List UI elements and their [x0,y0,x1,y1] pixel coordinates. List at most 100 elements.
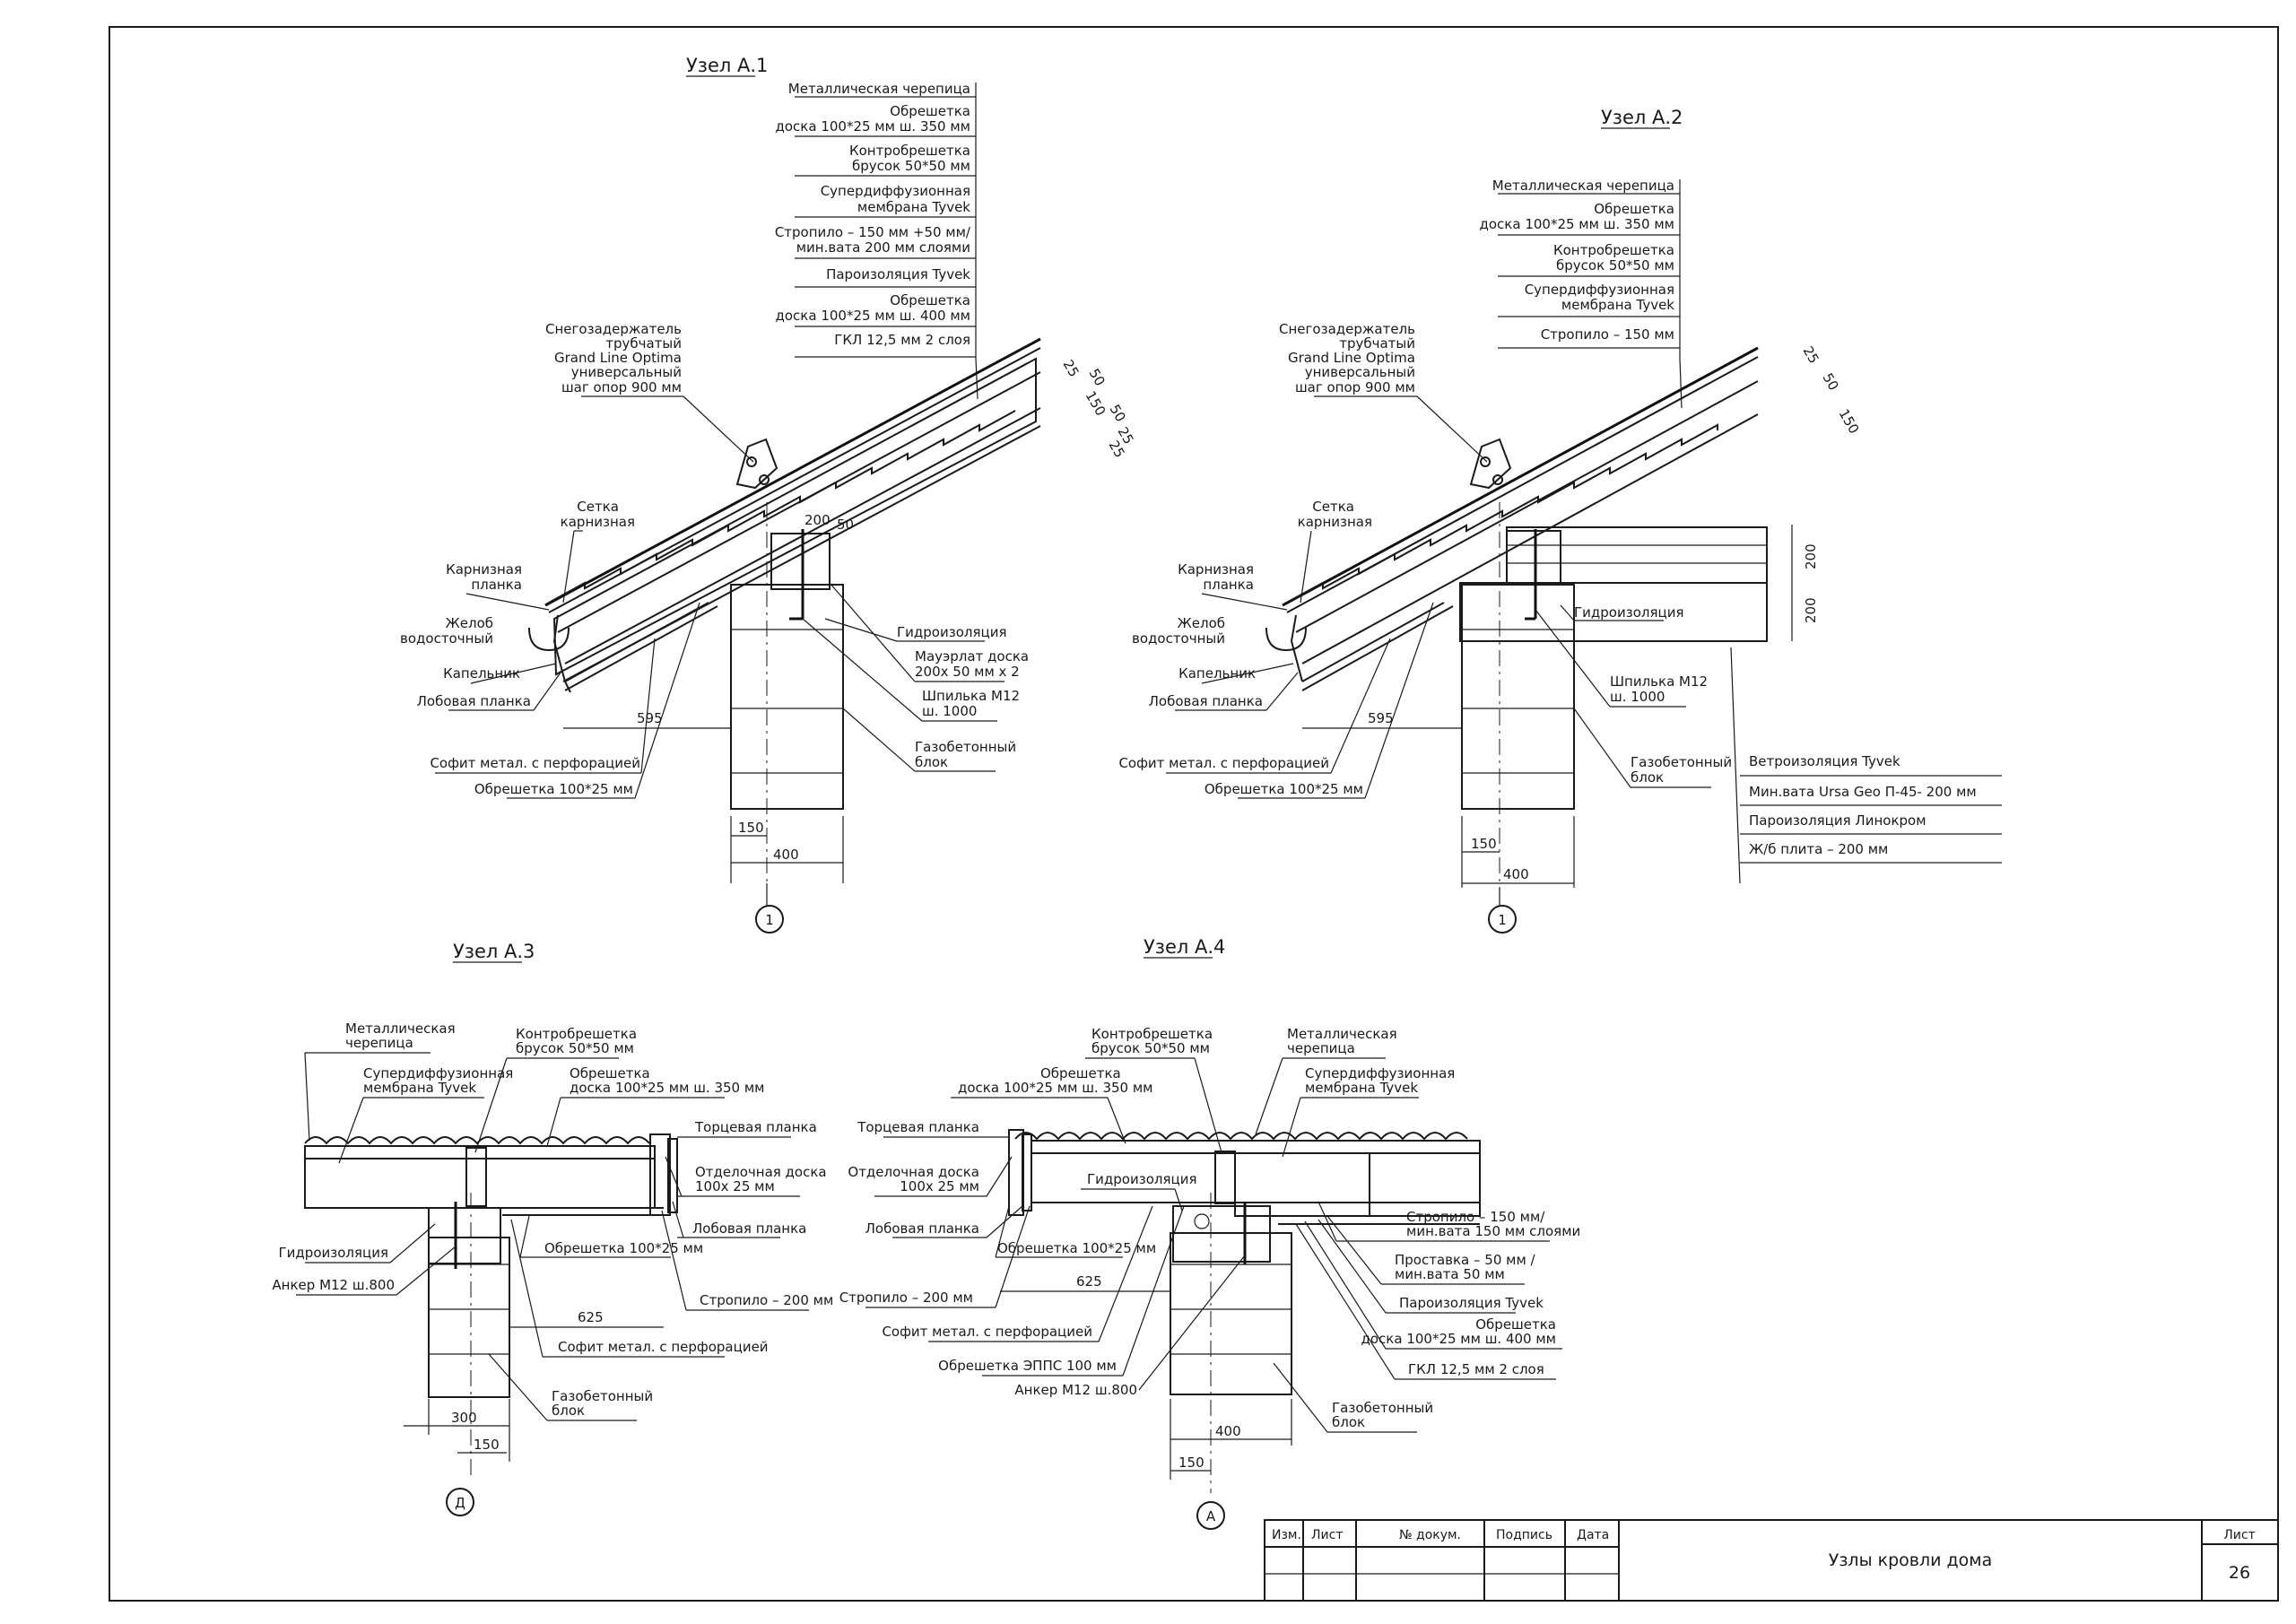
a1-dim-8: 50 [1107,402,1129,425]
node-a4: Узел А.4 Контробрешетка [839,936,1580,1530]
a3-label-16: Софит метал. с перфорацией [558,1339,769,1355]
a2-right-1: Шпилька М12 [1610,673,1708,690]
a2-dim-0: 595 [1368,710,1394,726]
a1-dim-7: 150 [1083,388,1109,419]
a3-label-12: Гидроизоляция [279,1245,388,1261]
a1-stack-2: доска 100*25 мм ш. 350 мм [776,118,971,135]
a2-dim-2: 400 [1503,866,1529,882]
sheet-title: Узлы кровли дома [1829,1550,1993,1570]
a1-right-4: ш. 1000 [922,703,977,719]
a3-label-2: Супердиффузионная [363,1065,513,1081]
a4-label-24: доска 100*25 мм ш. 400 мм [1361,1331,1557,1347]
a4-label-22: Пароизоляция Tyvek [1399,1295,1544,1311]
a2-right-callouts: Гидроизоляция Шпилька М12 ш. 1000 Газобе… [1535,604,2002,884]
a1-stack-5: Супердиффузионная [821,183,970,199]
a2-left-4: шаг опор 900 мм [1295,379,1415,395]
a4-wall [1170,1193,1292,1493]
a4-label-9: Отделочная доска [848,1164,979,1180]
a4-label-11: Гидроизоляция [1087,1171,1196,1187]
a1-left-7: Карнизная [446,561,522,578]
tb-header-date: Дата [1577,1528,1609,1542]
a4-label-6: Супердиффузионная [1305,1065,1455,1081]
a2-left-13: Софит метал. с перфорацией [1118,755,1329,771]
a1-roof [528,337,1041,693]
a3-label-13: Анкер М12 ш.800 [272,1277,395,1293]
a1-right-callouts: Гидроизоляция Мауэрлат доска 200х 50 мм … [802,582,1029,772]
a1-stack-8: мин.вата 200 мм слоями [796,239,970,256]
a2-dim-6: 50 [1820,370,1842,394]
a1-stack-6: мембрана Tyvek [857,199,970,215]
a4-label-4: Металлическая [1287,1026,1397,1042]
node-a1-title: Узел А.1 [686,55,768,76]
a4-label-10: 100х 25 мм [900,1178,979,1194]
a3-label-4: Контробрешетка [516,1026,637,1042]
a1-dim-6: 50 [1086,366,1109,389]
a1-stack-12: ГКЛ 12,5 мм 2 слоя [834,332,970,348]
a4-label-8: Торцевая планка [857,1119,979,1135]
node-a2-title: Узел А.2 [1601,107,1683,128]
a3-label-10: 100х 25 мм [695,1178,775,1194]
a3-label-3: мембрана Tyvek [363,1080,476,1096]
a2-right-4: блок [1631,769,1664,786]
a1-left-5: Сетка [577,499,619,515]
a1-stack-10: Обрешетка [890,292,970,308]
a1-left-0: Снегозадержатель [545,321,682,337]
a3-label-7: доска 100*25 мм ш. 350 мм [570,1080,765,1096]
a1-right-3: Шпилька М12 [922,688,1020,704]
a3-label-0: Металлическая [345,1020,456,1037]
a4-label-16: Обрешетка ЭППС 100 мм [938,1358,1117,1374]
a4-roof [1008,1129,1481,1263]
a3-label-9: Отделочная доска [695,1164,827,1180]
node-a1: Узел А.1 Металлическая черепица Обрешетк… [400,55,1137,934]
a3-axis-label: Д [455,1495,465,1511]
a1-axis-label: 1 [765,912,774,928]
a4-label-15: Софит метал. с перфорацией [882,1324,1092,1340]
a4-label-14: Стропило – 200 мм [839,1290,973,1306]
a3-label-5: брусок 50*50 мм [516,1040,634,1056]
tb-header-list: Лист [1311,1528,1343,1542]
a2-left-10: водосточный [1132,630,1225,647]
a1-dim-5: 25 [1060,357,1083,380]
a4-label-12: Лобовая планка [865,1220,979,1237]
a4-label-27: блок [1332,1414,1365,1430]
a1-dim-3: 150 [738,820,764,836]
a2-roof [1265,346,1768,691]
a2-stack-1: Обрешетка [1594,201,1674,217]
a1-right-5: Газобетонный [915,739,1016,755]
a1-left-11: Капельник [443,665,520,682]
node-a4-title: Узел А.4 [1144,936,1225,958]
a4-label-7: мембрана Tyvek [1305,1080,1418,1096]
a2-dim-1: 150 [1471,836,1497,852]
a2-dim-3: 200 [1803,543,1819,569]
a4-label-20: Проставка – 50 мм / [1395,1252,1536,1268]
a2-axis-marker [1488,905,1517,934]
a1-left-8: планка [471,577,522,593]
tb-header-sign: Подпись [1496,1528,1552,1542]
a1-left-14: Обрешетка 100*25 мм [474,781,633,797]
a2-axis-label: 1 [1498,912,1507,928]
a3-label-17: Газобетонный [552,1388,653,1404]
a1-dim-1: 50 [837,517,854,533]
a4-label-21: мин.вата 50 мм [1395,1266,1505,1282]
a2-left-2: Grand Line Optima [1288,350,1415,366]
a3-dimensions: 625 300 150 [404,1309,664,1462]
a2-right-0: Гидроизоляция [1574,604,1683,621]
a1-dim-4: 400 [773,847,799,863]
a3-label-15: Стропило – 200 мм [700,1292,833,1308]
a1-left-10: водосточный [400,630,493,647]
a4-label-18: Стропило – 150 мм/ [1406,1209,1545,1225]
sheet-frame [109,26,2279,1602]
a2-left-11: Капельник [1178,665,1256,682]
a1-left-12: Лобовая планка [417,693,531,709]
a1-left-9: Желоб [446,615,493,631]
a1-left-3: универсальный [571,364,682,380]
a2-dim-5: 25 [1800,343,1822,367]
a2-stack-4: брусок 50*50 мм [1556,257,1674,274]
a3-label-14: Обрешетка 100*25 мм [544,1240,703,1256]
a1-layer-callouts: Металлическая черепица Обрешетка доска 1… [775,81,978,400]
a1-wall [730,502,844,897]
a2-stack-6: мембрана Tyvek [1561,297,1674,313]
a2-layer-callouts: Металлическая черепица Обрешетка доска 1… [1480,178,1683,409]
a1-stack-7: Стропило – 150 мм +50 мм/ [775,224,971,240]
